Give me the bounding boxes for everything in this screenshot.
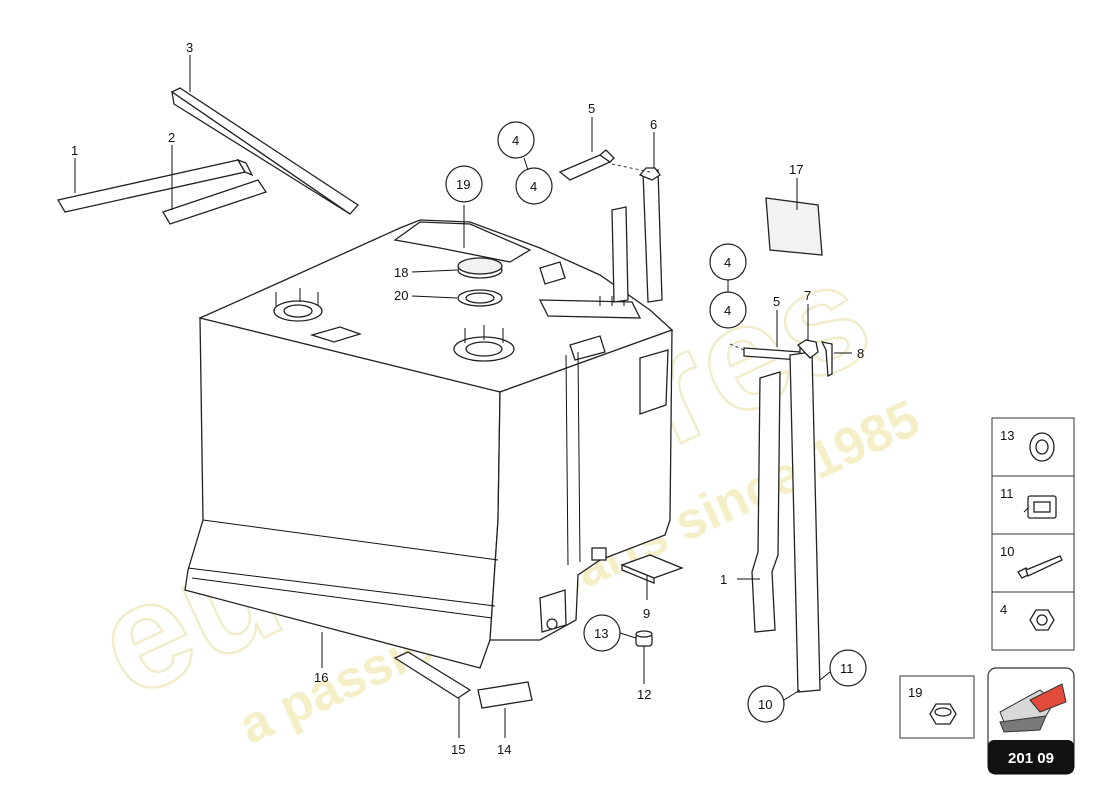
legend-num-11: 11 xyxy=(1000,486,1014,501)
callout-20: 20 xyxy=(394,288,408,303)
callout-5-top: 5 xyxy=(588,101,595,116)
direction-arrow-icon xyxy=(999,683,1067,733)
strip-3[interactable] xyxy=(170,87,359,215)
callout-18: 18 xyxy=(394,265,408,280)
callout-4-d: 4 xyxy=(724,303,731,318)
callout-4-a: 4 xyxy=(512,133,519,148)
strap-6[interactable] xyxy=(638,167,663,303)
bracket-bar[interactable] xyxy=(611,206,629,303)
bolt-icon xyxy=(1017,555,1063,579)
legend-num-19: 19 xyxy=(908,685,922,700)
callout-11: 11 xyxy=(840,661,854,676)
pad-14[interactable] xyxy=(477,681,533,709)
callout-13: 13 xyxy=(594,626,608,641)
clip-nut-icon xyxy=(1023,495,1057,519)
plug-12[interactable] xyxy=(635,630,653,647)
callout-14: 14 xyxy=(497,742,511,757)
page-code: 201 09 xyxy=(1008,750,1054,767)
callout-6: 6 xyxy=(650,117,657,132)
callout-15: 15 xyxy=(451,742,465,757)
callout-5-right: 5 xyxy=(773,294,780,309)
callout-10: 10 xyxy=(758,697,772,712)
pad-17[interactable] xyxy=(765,197,823,256)
legend-num-4: 4 xyxy=(1000,602,1007,617)
callout-4-c: 4 xyxy=(724,255,731,270)
hex-nut-icon xyxy=(1029,609,1055,631)
callout-19: 19 xyxy=(456,177,470,192)
hex-nut-icon xyxy=(929,703,957,725)
strip-1[interactable] xyxy=(56,158,254,213)
callout-7: 7 xyxy=(804,288,811,303)
pad-9[interactable] xyxy=(620,554,684,584)
fuel-tank[interactable] xyxy=(184,219,674,669)
callout-2: 2 xyxy=(168,130,175,145)
callout-17: 17 xyxy=(789,162,803,177)
callout-3: 3 xyxy=(186,40,193,55)
strap-7[interactable] xyxy=(789,339,821,693)
legend-num-10: 10 xyxy=(1000,544,1014,559)
legend-num-13: 13 xyxy=(1000,428,1014,443)
callout-12: 12 xyxy=(637,687,651,702)
cap-18[interactable] xyxy=(457,257,503,279)
strap-1-right[interactable] xyxy=(751,371,781,633)
page-code-box: 201 09 xyxy=(987,667,1075,775)
pad-15[interactable] xyxy=(393,651,472,699)
callout-8: 8 xyxy=(857,346,864,361)
callout-1-top: 1 xyxy=(71,143,78,158)
callout-9: 9 xyxy=(643,606,650,621)
strip-2[interactable] xyxy=(162,179,268,225)
pin-8[interactable] xyxy=(820,341,833,378)
gasket-20[interactable] xyxy=(457,289,503,307)
bolt-5-top[interactable] xyxy=(558,149,615,181)
washer-icon xyxy=(1029,432,1055,462)
callout-1-right: 1 xyxy=(720,572,727,587)
callout-4-b: 4 xyxy=(530,179,537,194)
callout-16: 16 xyxy=(314,670,328,685)
legend-19-box: 19 xyxy=(899,675,975,739)
legend-panel: 13 11 10 4 xyxy=(991,417,1075,651)
